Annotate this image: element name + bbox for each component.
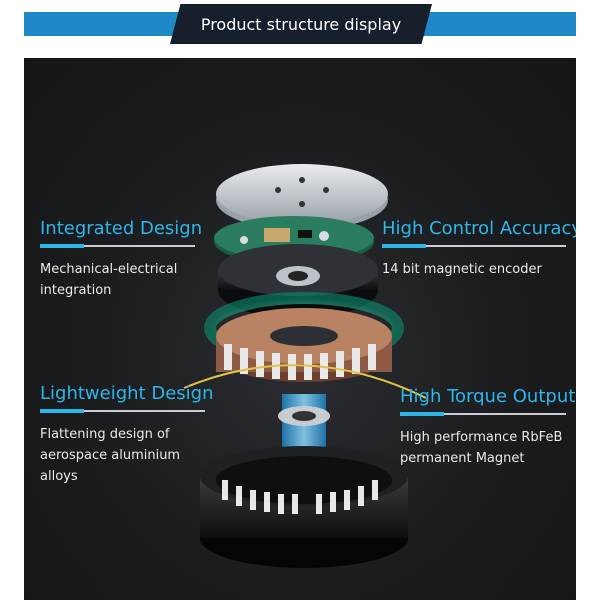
- feature-description-line: aerospace aluminium: [40, 448, 181, 463]
- feature-description: High performance RbFeB permanent Magnet: [400, 427, 566, 469]
- feature-description-line: Mechanical-electrical: [40, 262, 178, 277]
- feature-description-line: alloys: [40, 469, 78, 484]
- feature-title: Integrated Design: [40, 218, 203, 239]
- feature-high-torque-output: High Torque Output High performance RbFe…: [400, 386, 576, 469]
- yellow-arc: [183, 364, 427, 399]
- feature-description: Flattening design of aerospace aluminium…: [40, 424, 205, 487]
- feature-divider: [382, 244, 566, 248]
- feature-description-line: Flattening design of: [40, 427, 170, 442]
- feature-divider: [40, 409, 205, 413]
- feature-title: Lightweight Design: [40, 383, 214, 404]
- feature-lightweight-design: Lightweight Design Flattening design of …: [40, 383, 214, 487]
- feature-title: High Torque Output: [400, 386, 576, 407]
- banner-title-tab: Product structure display: [170, 4, 432, 44]
- feature-integrated-design: Integrated Design Mechanical-electrical …: [40, 218, 203, 301]
- motor-exploded-illustration: [183, 164, 427, 568]
- feature-divider: [400, 412, 566, 416]
- feature-description-line: integration: [40, 283, 112, 298]
- feature-description-line: High performance RbFeB: [400, 430, 563, 445]
- product-panel: Integrated Design Mechanical-electrical …: [24, 58, 576, 600]
- top-cover-plate: [216, 164, 388, 230]
- feature-description-line: permanent Magnet: [400, 451, 525, 466]
- rotor-bell: [200, 446, 408, 568]
- feature-description: 14 bit magnetic encoder: [382, 259, 566, 280]
- feature-divider: [40, 244, 195, 248]
- page-title: Product structure display: [200, 14, 402, 34]
- feature-description: Mechanical-electrical integration: [40, 259, 195, 301]
- feature-description-line: 14 bit magnetic encoder: [382, 262, 542, 277]
- feature-high-control-accuracy: High Control Accuracy 14 bit magnetic en…: [382, 218, 576, 280]
- feature-title: High Control Accuracy: [382, 218, 576, 239]
